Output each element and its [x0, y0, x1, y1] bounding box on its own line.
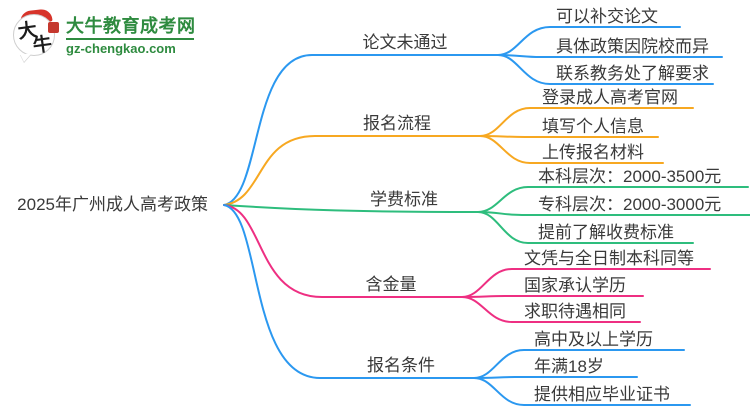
- leaf-item[interactable]: 本科层次：2000-3500元: [538, 167, 722, 186]
- branch-lines-requirements: [223, 204, 691, 406]
- branch-lines-process: [223, 107, 694, 206]
- branch-label-process[interactable]: 报名流程: [363, 114, 431, 133]
- site-url: gz-chengkao.com: [66, 41, 176, 56]
- leaf-item[interactable]: 专科层次：2000-3000元: [538, 195, 722, 214]
- root-topic[interactable]: 2025年广州成人高考政策: [17, 195, 208, 214]
- logo-bubble-tail: [20, 54, 31, 62]
- leaf-item[interactable]: 可以补交论文: [556, 7, 658, 26]
- leaf-item[interactable]: 填写个人信息: [542, 117, 644, 136]
- logo-text-block: 大牛教育成考网 gz-chengkao.com: [66, 10, 196, 56]
- logo-badge-icon: 大 牛: [12, 8, 60, 62]
- leaf-item[interactable]: 提供相应毕业证书: [534, 385, 670, 404]
- branch-label-requirements[interactable]: 报名条件: [367, 356, 435, 375]
- leaf-item[interactable]: 年满18岁: [534, 357, 604, 376]
- site-name-divider: [66, 38, 194, 40]
- site-name: 大牛教育成考网: [66, 16, 196, 36]
- leaf-item[interactable]: 求职待遇相同: [524, 302, 626, 321]
- leaf-item[interactable]: 联系教务处了解要求: [556, 64, 709, 83]
- leaf-item[interactable]: 高中及以上学历: [534, 330, 653, 349]
- logo-seal-icon: [48, 22, 59, 33]
- logo-char-niu: 牛: [31, 32, 54, 58]
- branch-lines-tuition: [223, 186, 750, 244]
- branch-label-tuition[interactable]: 学费标准: [370, 190, 438, 209]
- leaf-item[interactable]: 上传报名材料: [542, 143, 644, 162]
- branch-lines-thesis: [223, 26, 723, 206]
- logo-bubble-icon: [13, 14, 55, 56]
- leaf-item[interactable]: 国家承认学历: [524, 276, 626, 295]
- leaf-item[interactable]: 具体政策因院校而异: [556, 37, 709, 56]
- branch-lines-value: [223, 204, 711, 323]
- leaf-item[interactable]: 提前了解收费标准: [538, 223, 674, 242]
- leaf-item[interactable]: 文凭与全日制本科同等: [524, 249, 694, 268]
- site-logo[interactable]: 大 牛 大牛教育成考网 gz-chengkao.com: [12, 8, 196, 62]
- leaf-item[interactable]: 登录成人高考官网: [542, 88, 678, 107]
- branch-label-thesis[interactable]: 论文未通过: [362, 33, 448, 52]
- branch-label-value[interactable]: 含金量: [365, 275, 417, 294]
